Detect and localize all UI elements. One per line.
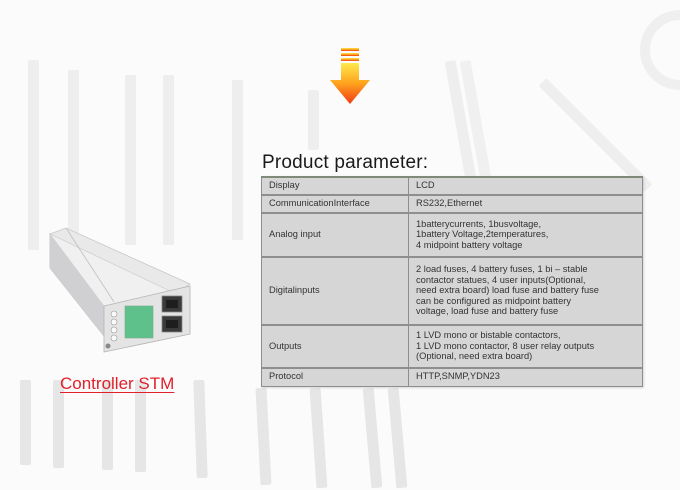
section-title: Product parameter: [262, 152, 429, 173]
param-value: HTTP,SNMP,YDN23 [408, 367, 643, 387]
param-key: Display [261, 176, 409, 196]
table-row: Analog input 1batterycurrents, 1busvolta… [261, 212, 643, 258]
param-key: CommunicationInterface [261, 194, 409, 214]
controller-module-image [48, 227, 191, 353]
param-key: Outputs [261, 324, 409, 369]
table-row: Protocol HTTP,SNMP,YDN23 [261, 367, 643, 387]
param-key: Protocol [261, 367, 409, 387]
product-parameter-table: Display LCD CommunicationInterface RS232… [261, 176, 643, 387]
product-label: Controller STM [60, 374, 175, 393]
table-row: Display LCD [261, 176, 643, 196]
table-row: Outputs 1 LVD mono or bistable contactor… [261, 324, 643, 369]
param-value: RS232,Ethernet [408, 194, 643, 214]
table-row: Digitalinputs 2 load fuses, 4 battery fu… [261, 256, 643, 326]
param-value: 1 LVD mono or bistable contactors, 1 LVD… [408, 324, 643, 369]
param-key: Analog input [261, 212, 409, 258]
down-arrow-icon [330, 48, 370, 104]
param-value: 2 load fuses, 4 battery fuses, 1 bi – st… [408, 256, 643, 326]
param-value: 1batterycurrents, 1busvoltage, 1battery … [408, 212, 643, 258]
table-row: CommunicationInterface RS232,Ethernet [261, 194, 643, 214]
param-key: Digitalinputs [261, 256, 409, 326]
param-value: LCD [408, 176, 643, 196]
